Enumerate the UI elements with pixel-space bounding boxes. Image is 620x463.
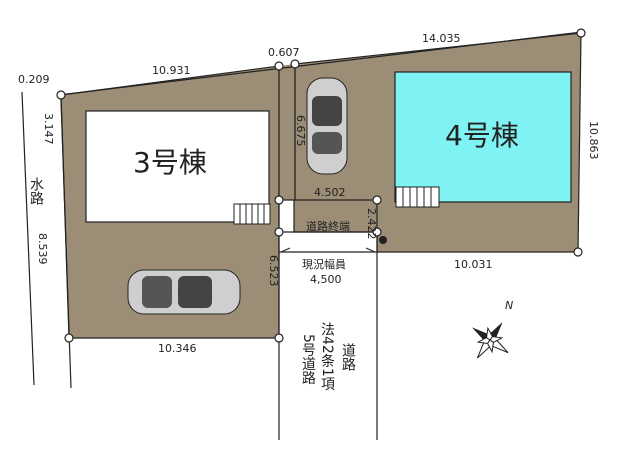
- car-icon-horizontal: [127, 269, 241, 315]
- road-law-suffix: 道路: [340, 343, 356, 371]
- road-width-value: 4,500: [310, 273, 342, 286]
- dim-top-gap: 0.607: [268, 46, 300, 59]
- lot-4-label: 4号棟: [445, 119, 519, 152]
- car-icon-vertical: [306, 77, 348, 175]
- driveway-polygon: [279, 64, 295, 200]
- dim-left-upper: 3.147: [42, 113, 55, 145]
- road-law-label: 法42条1項: [319, 322, 335, 391]
- dim-road-end-width: 2.422: [365, 208, 378, 240]
- dim-right-side: 10.863: [587, 121, 600, 160]
- road-end-label: 道路終端: [306, 219, 350, 233]
- dim-top-mid: 10.931: [152, 64, 191, 77]
- grating-3: [233, 203, 271, 225]
- road-number-label: 5号道路: [300, 334, 316, 385]
- dim-driveway-depth: 6.675: [294, 115, 307, 147]
- dim-top-left: 0.209: [18, 73, 50, 86]
- north-compass-icon: [471, 321, 509, 359]
- dim-lower-front: 6.523: [267, 255, 280, 287]
- waterway-label: 水路: [28, 177, 44, 205]
- dim-top-right: 14.035: [422, 32, 461, 45]
- north-label: N: [505, 299, 513, 312]
- dim-driveway-width: 4.502: [314, 186, 346, 199]
- road-width-label: 現況幅員: [302, 257, 346, 271]
- dim-bottom-right: 10.031: [454, 258, 493, 271]
- grating-4: [395, 186, 440, 208]
- house-4: [394, 71, 572, 203]
- lot-3-label: 3号棟: [133, 146, 207, 179]
- dim-left-lower: 8.539: [36, 233, 49, 265]
- dim-bottom-left: 10.346: [158, 342, 197, 355]
